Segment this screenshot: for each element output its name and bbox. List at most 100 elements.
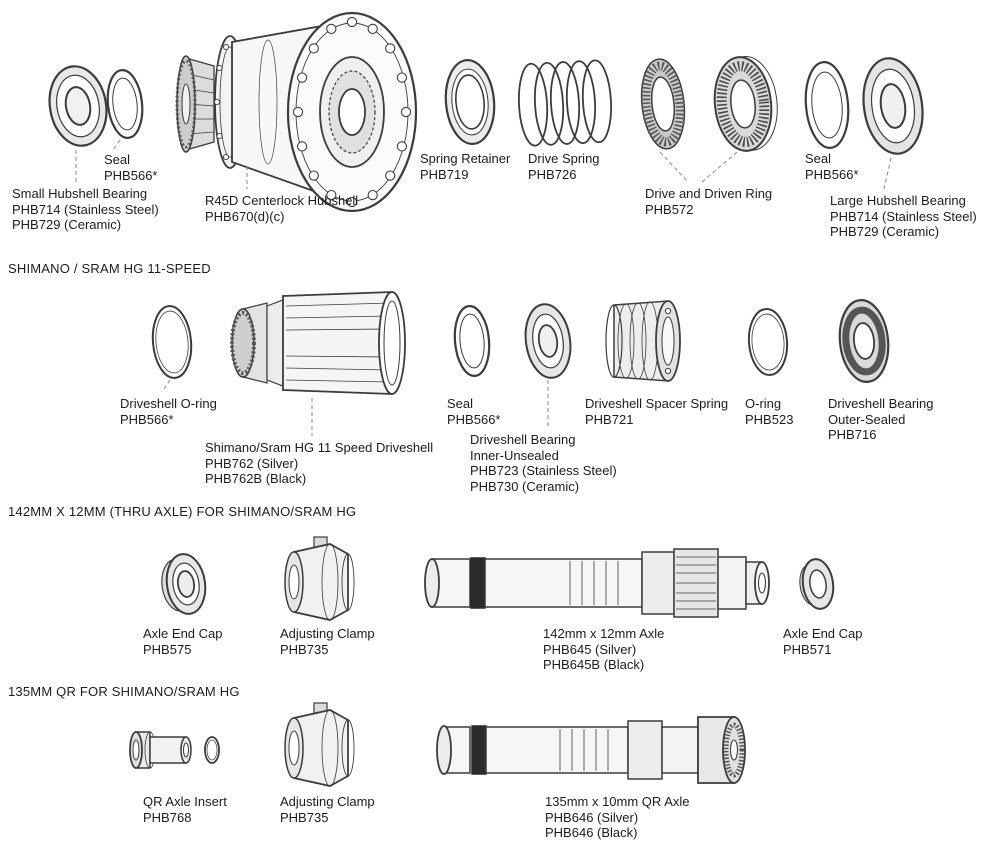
- part-name: QR Axle Insert: [143, 794, 227, 809]
- part-name: 135mm x 10mm QR Axle: [545, 794, 690, 809]
- label-hubshell: R45D Centerlock Hubshell PHB670(d)(c): [205, 193, 358, 224]
- driveshell-drawing: [230, 291, 406, 395]
- part-number: PHB566*: [805, 166, 859, 182]
- part-name: Driveshell Bearing: [470, 432, 576, 447]
- part-number: PHB670(d)(c): [205, 208, 285, 224]
- drive-ring-drawing: [640, 58, 686, 150]
- seal-hg11-drawing: [453, 305, 491, 377]
- part-number: PHB762B (Black): [205, 471, 307, 486]
- part-name: Adjusting Clamp: [280, 626, 375, 641]
- part-name: Driveshell O-ring: [120, 396, 217, 411]
- adjusting-clamp-thru-drawing: [284, 536, 355, 621]
- spring-retainer-drawing: [444, 59, 496, 145]
- part-number: PHB768: [143, 809, 192, 825]
- part-name: Inner-Unsealed: [470, 447, 559, 463]
- qr-axle-insert-drawing: [129, 731, 220, 769]
- part-number: PHB714 (Stainless Steel): [12, 201, 159, 217]
- part-name: 142mm x 12mm Axle: [543, 626, 665, 641]
- part-name: Adjusting Clamp: [280, 794, 375, 809]
- part-name: Driveshell Bearing: [828, 396, 934, 411]
- part-name: Drive Spring: [528, 151, 600, 166]
- label-seal-left: Seal PHB566*: [104, 152, 157, 183]
- part-name: Shimano/Sram HG 11 Speed Driveshell: [205, 440, 434, 455]
- label-driveshell-oring: Driveshell O-ring PHB566*: [120, 396, 217, 427]
- label-qr-axle-insert: QR Axle Insert PHB768: [143, 794, 227, 825]
- part-name: Outer-Sealed: [828, 411, 906, 427]
- part-number: PHB729 (Ceramic): [830, 224, 940, 239]
- part-number: PHB572: [645, 201, 694, 217]
- seal-right-drawing: [804, 61, 850, 149]
- thru-axle-drawing: [424, 548, 770, 618]
- axle-end-cap-575-drawing: [161, 553, 207, 615]
- part-number: PHB646 (Black): [545, 825, 638, 840]
- large-hubshell-bearing-drawing: [862, 57, 924, 155]
- label-driveshell: Shimano/Sram HG 11 Speed Driveshell PHB7…: [205, 440, 433, 487]
- label-oring-523: O-ring PHB523: [745, 396, 793, 427]
- part-name: Small Hubshell Bearing: [12, 186, 148, 201]
- driveshell-bearing-outer-drawing: [838, 299, 890, 383]
- qr-axle-drawing: [436, 716, 746, 784]
- small-hubshell-bearing-drawing: [48, 65, 108, 147]
- part-name: R45D Centerlock Hubshell: [205, 193, 359, 208]
- part-name: Drive and Driven Ring: [645, 186, 773, 201]
- part-number: PHB719: [420, 166, 469, 182]
- section-title-hg11: SHIMANO / SRAM HG 11-SPEED: [8, 261, 211, 276]
- part-number: PHB714 (Stainless Steel): [830, 208, 977, 224]
- part-name: Axle End Cap: [143, 626, 223, 641]
- leader-lines: [75, 139, 892, 436]
- part-number: PHB729 (Ceramic): [12, 217, 122, 232]
- driveshell-oring-drawing: [151, 305, 193, 379]
- hubshell-drawing: [175, 11, 418, 213]
- label-large-hubshell-bearing: Large Hubshell Bearing PHB714 (Stainless…: [830, 193, 977, 240]
- drive-spring-drawing: [517, 59, 613, 147]
- part-name: Seal: [805, 151, 832, 166]
- seal-left-drawing: [106, 69, 144, 139]
- part-number: PHB730 (Ceramic): [470, 478, 580, 494]
- part-name: Seal: [104, 152, 131, 167]
- driveshell-spacer-spring-drawing: [605, 300, 681, 382]
- label-spring-retainer: Spring Retainer PHB719: [420, 151, 510, 182]
- part-name: Large Hubshell Bearing: [830, 193, 966, 208]
- part-number: PHB726: [528, 166, 577, 182]
- label-axle-end-cap-571: Axle End Cap PHB571: [783, 626, 863, 657]
- part-name: Driveshell Spacer Spring: [585, 396, 729, 411]
- part-number: PHB645B (Black): [543, 657, 645, 672]
- label-seal-right: Seal PHB566*: [805, 151, 858, 182]
- label-driveshell-spacer-spring: Driveshell Spacer Spring PHB721: [585, 396, 728, 427]
- part-number: PHB571: [783, 641, 832, 657]
- label-drive-and-driven-ring: Drive and Driven Ring PHB572: [645, 186, 772, 217]
- label-adjusting-clamp-qr: Adjusting Clamp PHB735: [280, 794, 375, 825]
- label-qr-axle: 135mm x 10mm QR Axle PHB646 (Silver) PHB…: [545, 794, 690, 841]
- part-number: PHB723 (Stainless Steel): [470, 463, 617, 478]
- adjusting-clamp-qr-drawing: [284, 702, 355, 787]
- label-seal-hg11: Seal PHB566*: [447, 396, 500, 427]
- part-number: PHB735: [280, 809, 329, 825]
- part-number: PHB646 (Silver): [545, 809, 639, 825]
- axle-end-cap-571-drawing: [799, 558, 835, 610]
- driveshell-bearing-inner-drawing: [524, 303, 572, 379]
- part-name: Axle End Cap: [783, 626, 863, 641]
- part-name: Spring Retainer: [420, 151, 511, 166]
- part-number: PHB566*: [120, 411, 174, 427]
- part-number: PHB566*: [104, 167, 158, 183]
- oring-523-drawing: [747, 308, 789, 376]
- label-driveshell-bearing-inner: Driveshell Bearing Inner-Unsealed PHB723…: [470, 432, 617, 494]
- label-small-hubshell-bearing: Small Hubshell Bearing PHB714 (Stainless…: [12, 186, 159, 233]
- part-number: PHB735: [280, 641, 329, 657]
- part-number: PHB721: [585, 411, 634, 427]
- driven-ring-drawing: [713, 56, 778, 152]
- label-adjusting-clamp-thru: Adjusting Clamp PHB735: [280, 626, 375, 657]
- label-axle-end-cap-575: Axle End Cap PHB575: [143, 626, 223, 657]
- part-number: PHB566*: [447, 411, 501, 427]
- label-thru-axle: 142mm x 12mm Axle PHB645 (Silver) PHB645…: [543, 626, 664, 673]
- part-number: PHB523: [745, 411, 794, 427]
- section-title-qr: 135MM QR FOR SHIMANO/SRAM HG: [8, 684, 240, 699]
- section-title-thru-axle: 142MM X 12MM (THRU AXLE) FOR SHIMANO/SRA…: [8, 504, 357, 519]
- part-name: Seal: [447, 396, 474, 411]
- part-number: PHB716: [828, 427, 877, 442]
- part-number: PHB575: [143, 641, 192, 657]
- part-name: O-ring: [745, 396, 782, 411]
- label-driveshell-bearing-outer: Driveshell Bearing Outer-Sealed PHB716: [828, 396, 934, 443]
